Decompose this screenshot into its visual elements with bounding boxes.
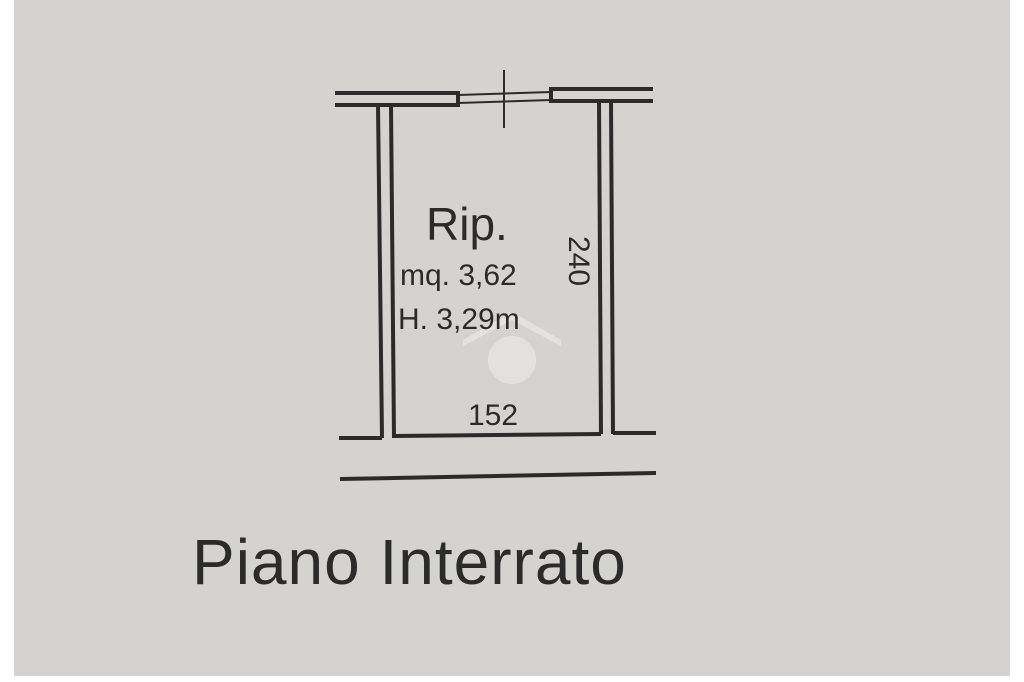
width-dimension: 152	[468, 399, 518, 432]
room-height: H. 3,29m	[398, 303, 520, 336]
left-wall	[376, 104, 396, 439]
paper-background	[14, 0, 1010, 676]
depth-dimension: 240	[562, 236, 595, 286]
right-wall	[597, 100, 615, 435]
ground-line	[339, 471, 657, 481]
floor-title: Piano Interrato	[192, 526, 627, 598]
room-area: mq. 3,62	[400, 259, 517, 292]
top-wall-right	[549, 87, 653, 103]
bottom-wall	[339, 431, 656, 440]
window-opening	[457, 70, 552, 128]
top-wall-left	[335, 91, 460, 107]
watermark-logo	[463, 312, 561, 384]
room-name: Rip.	[426, 198, 508, 250]
